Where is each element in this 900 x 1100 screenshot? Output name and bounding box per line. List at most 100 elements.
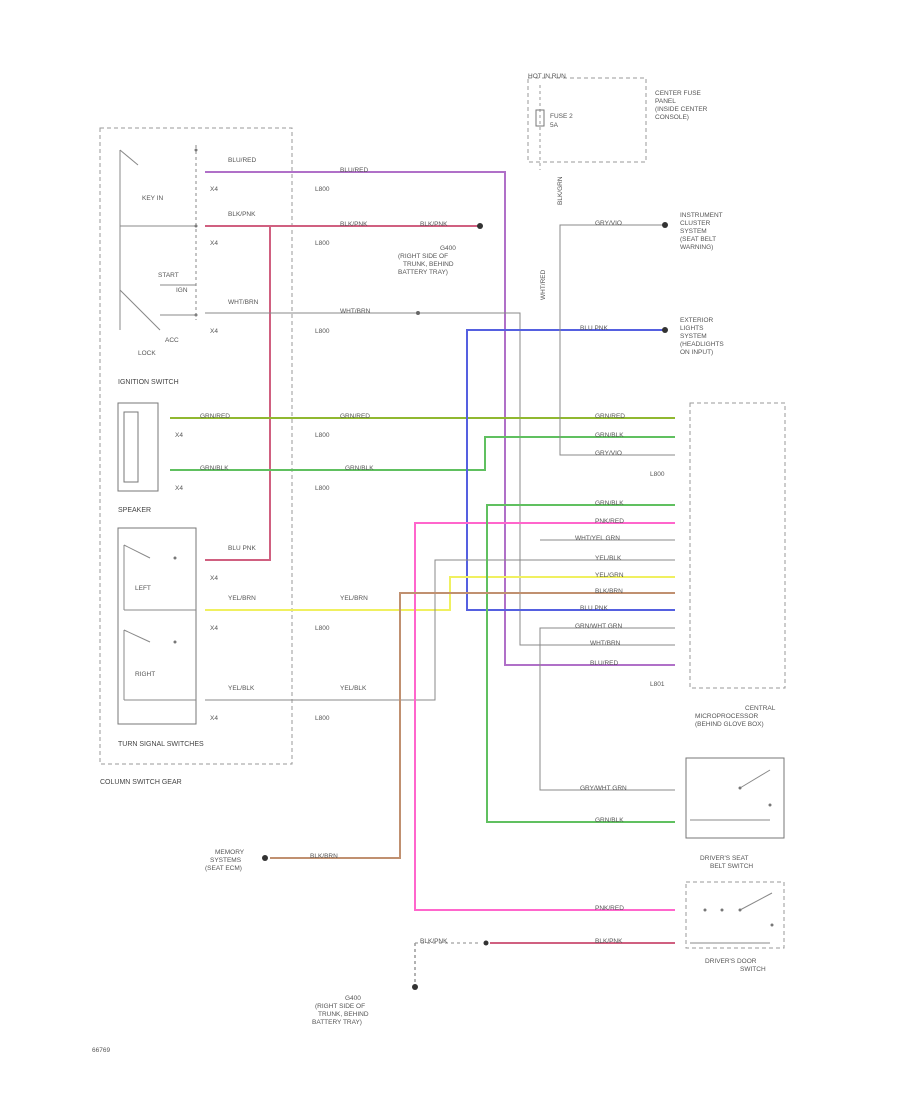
wire-blu-pnk <box>466 329 675 611</box>
label-figure-code: 66769 <box>92 1047 110 1054</box>
label-speaker: SPEAKER <box>118 507 151 514</box>
wlabel-wht-brn-r: WHT/BRN <box>590 640 621 647</box>
label-memory-1: MEMORY <box>215 849 245 856</box>
label-right: RIGHT <box>135 671 155 678</box>
exterior-lights-dot <box>662 327 668 333</box>
wlabel-grn-wht-grn: GRN/WHT GRN <box>575 623 622 630</box>
wlabel-blu-red-2: BLU/RED <box>340 167 368 174</box>
conn-l800-5: L800 <box>315 485 330 492</box>
label-fuse-2: FUSE 2 <box>550 113 573 120</box>
wlabel-yel-grn: YEL/GRN <box>595 572 624 579</box>
label-fuse-amp: 5A <box>550 122 559 129</box>
conn-x4-6: X4 <box>210 575 218 582</box>
label-ground-bottom-2: (RIGHT SIDE OF <box>315 1003 365 1010</box>
label-key-in: KEY IN <box>142 195 164 202</box>
central-microprocessor-box <box>689 402 786 689</box>
door-ground-dot <box>483 940 489 946</box>
wlabel-grn-blk-2: GRN/BLK <box>345 465 374 472</box>
label-central-1: CENTRAL <box>745 705 776 712</box>
label-seat-belt-2: BELT SWITCH <box>710 863 753 870</box>
conn-l800-2: L800 <box>315 240 330 247</box>
label-inst-2: CLUSTER <box>680 220 711 227</box>
wlabel-grn-blk-seat: GRN/BLK <box>595 817 624 824</box>
label-seat-belt-1: DRIVER'S SEAT <box>700 855 748 862</box>
conn-x4-8: X4 <box>210 715 218 722</box>
speaker-cone <box>123 411 139 483</box>
wlabel-blu-pnk-l: BLU PNK <box>228 545 256 552</box>
label-left: LEFT <box>135 585 151 592</box>
label-turn-signal-switches: TURN SIGNAL SWITCHES <box>118 741 204 748</box>
label-column-switch-gear: COLUMN SWITCH GEAR <box>100 779 182 786</box>
conn-l800-4: L800 <box>315 432 330 439</box>
door-switch-internals <box>690 892 774 944</box>
wire-pnk-red <box>414 522 675 911</box>
wlabel-pnk-red-door: PNK/RED <box>595 905 624 912</box>
wlabel-yel-brn-2: YEL/BRN <box>340 595 368 602</box>
wlabel-wht-yel-grn: WHT/YEL GRN <box>575 535 620 542</box>
drivers-door-switch-box <box>685 881 785 949</box>
conn-x4-5: X4 <box>175 485 183 492</box>
label-central-2: MICROPROCESSOR <box>695 713 759 720</box>
wire-pink-red-branch <box>205 226 271 561</box>
conn-x4-3: X4 <box>210 328 218 335</box>
label-center-fuse-3: (INSIDE CENTER <box>655 106 708 113</box>
label-ext-5: ON INPUT) <box>680 349 713 356</box>
label-door-2: SWITCH <box>740 966 766 973</box>
wlabel-yel-blk-1: YEL/BLK <box>228 685 255 692</box>
label-ign: IGN <box>176 287 188 294</box>
turn-signal-switch-box <box>117 527 197 725</box>
label-memory-3: (SEAT ECM) <box>205 865 242 872</box>
label-ground-bottom-4: BATTERY TRAY) <box>312 1019 362 1026</box>
wlabel-grn-red-1: GRN/RED <box>200 413 230 420</box>
label-ground-top-2: (RIGHT SIDE OF <box>398 253 448 260</box>
fuse-2 <box>535 85 545 170</box>
splice-dot <box>416 311 420 315</box>
wlabel-blk-brn: BLK/BRN <box>595 588 623 595</box>
center-fuse-panel-box <box>527 77 647 163</box>
instrument-cluster-dot <box>662 222 668 228</box>
wlabel-blk-pnk-b2: BLK/PNK <box>595 938 623 945</box>
ignition-switch <box>119 145 198 331</box>
wlabel-grn-blk-r2: GRN/BLK <box>595 500 624 507</box>
wlabel-grn-red-r: GRN/RED <box>595 413 625 420</box>
turn-signal-internals <box>123 544 196 701</box>
wire-gry-vio <box>559 224 675 456</box>
wire-blk-brn <box>270 592 675 859</box>
label-central-3: (BEHIND GLOVE BOX) <box>695 721 764 728</box>
label-inst-3: SYSTEM <box>680 228 707 235</box>
ground-top-dot <box>477 223 483 229</box>
label-memory-2: SYSTEMS <box>210 857 242 864</box>
wlabel-blu-pnk-r2: BLU PNK <box>580 605 608 612</box>
conn-l800-8: L800 <box>315 715 330 722</box>
conn-l800-7: L800 <box>315 625 330 632</box>
conn-l801-central: L801 <box>650 681 665 688</box>
speaker-box <box>117 402 159 492</box>
seat-belt-switch-internals <box>690 769 772 821</box>
wlabel-grn-blk-r: GRN/BLK <box>595 432 624 439</box>
label-center-fuse-1: CENTER FUSE <box>655 90 702 97</box>
wlabel-blu-pnk-r: BLU PNK <box>580 325 608 332</box>
label-ground-top-3: TRUNK, BEHIND <box>403 261 454 268</box>
wlabel-grn-red-2: GRN/RED <box>340 413 370 420</box>
wlabel-gry-wht-grn: GRY/WHT GRN <box>580 785 627 792</box>
conn-x4-1: X4 <box>210 186 218 193</box>
wlabel-gry-vio-top: GRY/VIO <box>595 220 622 227</box>
wlabel-blk-brn-b: BLK/BRN <box>310 853 338 860</box>
wlabel-blk-pnk-b1: BLK/PNK <box>420 938 448 945</box>
wlabel-yel-brn-1: YEL/BRN <box>228 595 256 602</box>
wire-yel-blk <box>205 559 675 701</box>
wlabel-blu-red-1: BLU/RED <box>228 157 256 164</box>
wlabel-blk-pnk-2: BLK/PNK <box>340 221 368 228</box>
column-switch-gear-box <box>99 127 293 765</box>
label-ground-top-1: G400 <box>440 245 456 252</box>
label-ext-4: (HEADLIGHTS <box>680 341 724 348</box>
wlabel-yel-blk-r: YEL/BLK <box>595 555 622 562</box>
wlabel-blk-grn-vert: BLK/GRN <box>557 176 564 205</box>
wire-grn-blk <box>170 436 675 471</box>
label-center-fuse-4: CONSOLE) <box>655 114 689 121</box>
wlabel-pnk-red-r: PNK/RED <box>595 518 624 525</box>
wlabel-gry-vio-r: GRY/VIO <box>595 450 622 457</box>
wlabel-blu-red-r: BLU/RED <box>590 660 618 667</box>
wlabel-wht-brn-2: WHT/BRN <box>340 308 371 315</box>
wlabel-wht-brn-1: WHT/BRN <box>228 299 259 306</box>
